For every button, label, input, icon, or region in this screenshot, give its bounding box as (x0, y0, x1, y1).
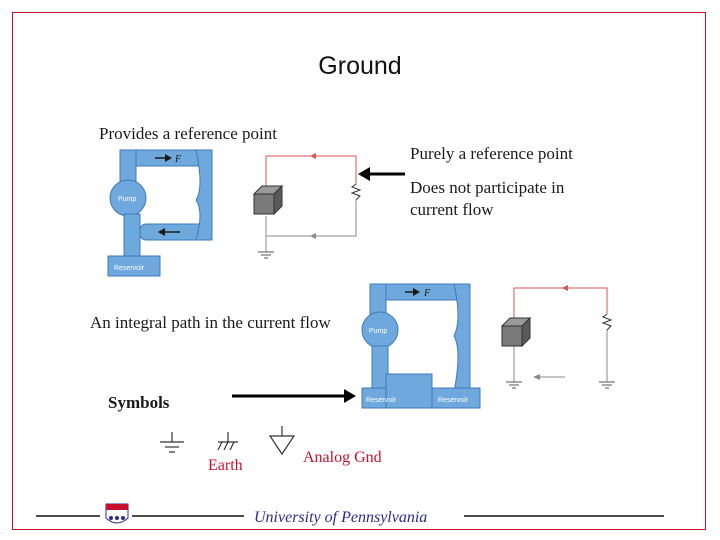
pump-label-middle: Pump (369, 328, 387, 335)
slide-title: Ground (318, 52, 402, 80)
flow-arrow-middle (405, 288, 420, 296)
return-arrow-top (158, 228, 180, 236)
analog-ground-symbol (268, 426, 296, 456)
flow-label-top: F (174, 154, 182, 165)
top-circuit-wire-red (265, 155, 357, 188)
university-crest-icon (105, 503, 129, 524)
slide-border (12, 12, 706, 530)
reservoir-feed (123, 213, 141, 261)
top-hydraulic-loop (107, 149, 213, 277)
no-current-label-line1: Does not participate in (410, 178, 565, 197)
middle-return-arrow (533, 374, 540, 380)
reservoir-label-middle-right: Reservoir (438, 397, 469, 404)
middle-reservoir-link (385, 373, 433, 409)
middle-circuit (506, 285, 615, 389)
flow-label-middle: F (423, 288, 431, 299)
top-circuit (258, 153, 362, 259)
symbols-heading: Symbols (108, 393, 170, 412)
reservoir-top (107, 255, 161, 277)
flow-arrow-top (155, 154, 172, 162)
arrow-to-middle-reservoir (232, 389, 356, 403)
middle-battery (500, 316, 532, 348)
middle-circuit-wire-red (513, 287, 608, 322)
reservoir-label-top: Reservoir (114, 265, 145, 272)
integral-path-label: An integral path in the current flow (90, 313, 331, 332)
earth-label: Earth (208, 457, 243, 474)
pump-label-top: Pump (118, 196, 136, 203)
middle-resistor (601, 313, 613, 331)
arrow-to-top-circuit (358, 167, 405, 181)
no-current-label: Does not participate in current flow (410, 177, 564, 221)
earth-ground-symbol (217, 432, 238, 451)
footer-university: University of Pennsylvania (254, 509, 428, 526)
reservoir-label-middle-left: Reservoir (366, 397, 397, 404)
top-current-arrow (310, 153, 316, 159)
provides-reference-label: Provides a reference point (99, 124, 277, 143)
middle-hydraulic-loop (361, 283, 481, 409)
chassis-ground-symbol (160, 432, 184, 453)
analog-gnd-label: Analog Gnd (303, 449, 382, 466)
no-current-label-line2: current flow (410, 200, 494, 219)
purely-reference-label: Purely a reference point (410, 144, 573, 163)
top-return-arrow (310, 233, 316, 239)
top-battery (252, 184, 284, 216)
right-pipe-constriction (195, 149, 213, 241)
middle-current-arrow (562, 285, 568, 291)
top-resistor (350, 183, 362, 201)
